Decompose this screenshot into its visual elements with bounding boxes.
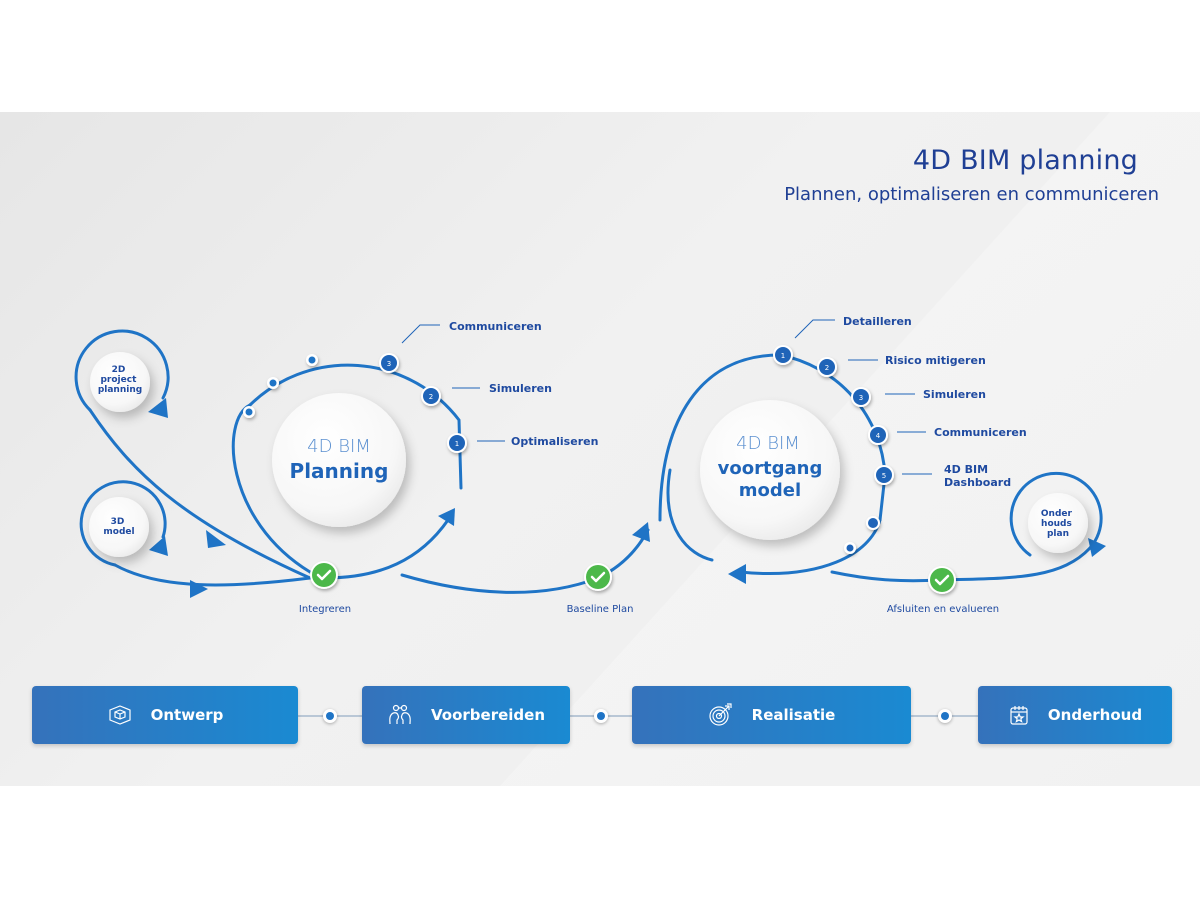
milestone-label: Integreren bbox=[299, 604, 351, 615]
arrow-baseline-up bbox=[632, 522, 650, 542]
arrow-2d-integrate bbox=[206, 530, 226, 548]
loop-2d-planning bbox=[74, 329, 170, 412]
progress-arc-left bbox=[658, 353, 782, 522]
svg-text:4: 4 bbox=[876, 432, 881, 440]
progress-step-label: Simuleren bbox=[923, 388, 986, 401]
line-integrate-up bbox=[323, 518, 450, 580]
svg-text:3: 3 bbox=[859, 394, 863, 402]
phase-label: Ontwerp bbox=[150, 706, 224, 724]
progress-title-bold: voortgang bbox=[718, 458, 823, 479]
phase-realisatie[interactable]: Realisatie bbox=[632, 686, 911, 744]
planning-step-2: 2 Simuleren bbox=[421, 382, 552, 406]
planning-title-light: 4D BIM bbox=[307, 436, 371, 457]
progress-title-light: 4D BIM bbox=[736, 433, 800, 454]
target-arrow-icon bbox=[708, 703, 734, 727]
line-2d-to-integrate bbox=[88, 408, 312, 580]
phase-onderhoud[interactable]: Onderhoud bbox=[978, 686, 1172, 744]
check-icon bbox=[934, 574, 950, 586]
progress-step-5: 5 4D BIM Dashboard bbox=[874, 463, 1011, 489]
svg-text:3D model: 3D model bbox=[103, 517, 134, 537]
progress-step-label: Risico mitigeren bbox=[885, 354, 986, 367]
progress-arc-bottom bbox=[738, 518, 882, 575]
progress-step-label: Communiceren bbox=[934, 426, 1027, 439]
phase-label: Onderhoud bbox=[1047, 706, 1143, 724]
loop-maintenance bbox=[1009, 471, 1103, 557]
progress-step-3: 3 Simuleren bbox=[851, 387, 986, 407]
svg-text:1: 1 bbox=[455, 440, 459, 448]
planning-arc-left bbox=[231, 403, 312, 574]
progress-title-bold: model bbox=[739, 480, 801, 501]
svg-text:2: 2 bbox=[429, 393, 433, 401]
svg-text:5: 5 bbox=[882, 472, 886, 480]
arrow-3d-integrate bbox=[190, 580, 208, 598]
maintenance-plan-disc: Onder houds plan bbox=[1028, 493, 1088, 553]
milestone-afsluiten: Afsluiten en evalueren bbox=[887, 566, 999, 615]
arrow-progress-back bbox=[728, 564, 746, 584]
collaboration-heads-icon bbox=[387, 704, 413, 726]
progress-track-dots bbox=[844, 516, 880, 554]
line-3d-to-integrate bbox=[113, 563, 312, 587]
progress-step-2: 2 Risico mitigeren bbox=[817, 354, 986, 377]
line-to-maintenance bbox=[830, 546, 1092, 583]
process-diagram: 2D project planning 3D model 4D BIM Plan… bbox=[74, 315, 1106, 615]
page-title: 4D BIM planning bbox=[912, 145, 1138, 176]
svg-text:3: 3 bbox=[387, 360, 391, 368]
phase-node bbox=[594, 709, 608, 723]
phase-bar: Ontwerp Voorbereiden Realisatie bbox=[0, 686, 1200, 746]
progress-step-label: Detailleren bbox=[843, 315, 912, 328]
background-sheen bbox=[500, 112, 1200, 786]
planning-title-bold: Planning bbox=[290, 459, 389, 483]
check-icon bbox=[316, 569, 332, 581]
page-subtitle: Plannen, optimaliseren en communiceren bbox=[784, 184, 1159, 205]
cube-icon bbox=[107, 704, 133, 726]
line-to-baseline bbox=[400, 573, 600, 594]
planning-step-label: Communiceren bbox=[449, 320, 542, 333]
input-2d-project-planning: 2D project planning bbox=[90, 352, 150, 412]
milestone-label: Baseline Plan bbox=[567, 604, 634, 615]
input-3d-model: 3D model bbox=[89, 497, 149, 557]
planning-track-dots bbox=[243, 354, 318, 418]
progress-arc-inner bbox=[666, 468, 714, 562]
phase-node bbox=[323, 709, 337, 723]
svg-text:Onder houds pl: Onder houds plan bbox=[1041, 509, 1075, 539]
svg-text:2: 2 bbox=[825, 364, 829, 372]
progress-model-disc: 4D BIM voortgang model bbox=[700, 400, 840, 540]
planning-disc: 4D BIM Planning bbox=[272, 393, 406, 527]
check-icon bbox=[590, 571, 606, 583]
svg-text:2D project pla: 2D project planning bbox=[98, 365, 142, 395]
diagram-canvas: 4D BIM planning Plannen, optimaliseren e… bbox=[0, 112, 1200, 786]
progress-step-label: 4D BIM Dashboard bbox=[944, 463, 1011, 489]
phase-label: Realisatie bbox=[751, 706, 836, 724]
phase-node bbox=[938, 709, 952, 723]
milestone-label: Afsluiten en evalueren bbox=[887, 604, 999, 615]
arrow-planning-up bbox=[438, 508, 455, 526]
arrow-2d-loop bbox=[148, 398, 168, 418]
milestone-integreren: Integreren bbox=[299, 561, 351, 615]
arrow-maintenance bbox=[1088, 538, 1106, 557]
arrow-3d-loop bbox=[149, 536, 168, 556]
arrowheads bbox=[148, 398, 1106, 598]
progress-step-1: 1 Detailleren bbox=[773, 315, 912, 365]
planning-step-label: Simuleren bbox=[489, 382, 552, 395]
calendar-star-icon bbox=[1008, 704, 1030, 726]
planning-step-1: 1 Optimaliseren bbox=[447, 433, 598, 453]
loop-3d-model bbox=[79, 480, 167, 567]
planning-step-3: 3 Communiceren bbox=[379, 320, 542, 373]
phase-label: Voorbereiden bbox=[430, 706, 545, 724]
phase-voorbereiden[interactable]: Voorbereiden bbox=[362, 686, 570, 744]
phase-ontwerp[interactable]: Ontwerp bbox=[32, 686, 298, 744]
flow-lines bbox=[74, 329, 1103, 594]
planning-step-label: Optimaliseren bbox=[511, 435, 598, 448]
svg-text:1: 1 bbox=[781, 352, 785, 360]
progress-step-4: 4 Communiceren bbox=[868, 425, 1027, 445]
milestone-baseline-plan: Baseline Plan bbox=[567, 563, 634, 615]
